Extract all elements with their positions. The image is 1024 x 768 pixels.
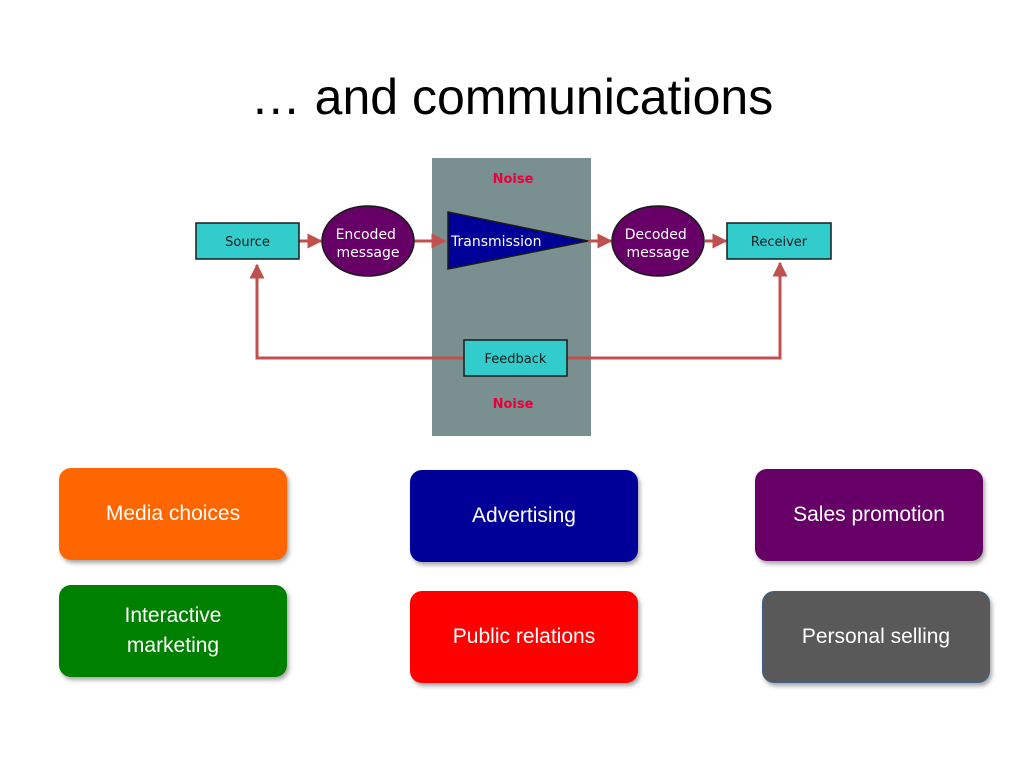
encoded-message-line-2: message bbox=[337, 245, 400, 261]
tile-interactive-marketing: Interactive marketing bbox=[59, 585, 287, 677]
encoded-message-label: Encoded message bbox=[336, 227, 401, 261]
tile-media-choices: Media choices bbox=[59, 468, 287, 560]
decoded-message-line-1: Decoded bbox=[625, 227, 687, 243]
noise-label-top: Noise bbox=[493, 172, 534, 187]
transmission-triangle bbox=[447, 211, 589, 270]
tile-advertising-label: Advertising bbox=[472, 504, 576, 527]
tile-advertising: Advertising bbox=[410, 470, 638, 562]
tile-personal-selling: Personal selling bbox=[762, 591, 990, 683]
tile-media-choices-label: Media choices bbox=[105, 502, 241, 525]
tile-sales-promotion-label: Sales promotion bbox=[793, 503, 945, 526]
tile-personal-selling-label: Personal selling bbox=[801, 625, 951, 648]
decoded-message-line-2: message bbox=[627, 245, 690, 261]
tile-interactive-marketing-label: Interactive marketing bbox=[124, 604, 222, 657]
tile-public-relations-label: Public relations bbox=[452, 625, 596, 648]
encoded-message-oval bbox=[321, 205, 415, 277]
feedback-box bbox=[463, 339, 568, 377]
decoded-message-oval bbox=[611, 205, 705, 277]
receiver-box bbox=[726, 222, 832, 260]
feedback-label: Feedback bbox=[485, 352, 547, 367]
noise-panel bbox=[432, 158, 591, 436]
arrow-feedback-to-receiver bbox=[567, 261, 788, 360]
receiver-label: Receiver bbox=[751, 235, 808, 250]
encoded-message-line-1: Encoded bbox=[336, 227, 396, 243]
tile-public-relations: Public relations bbox=[410, 591, 638, 683]
tile-sales-promotion: Sales promotion bbox=[755, 469, 983, 561]
source-label: Source bbox=[225, 235, 270, 250]
transmission-label: Transmission bbox=[450, 234, 541, 250]
arrow-feedback-to-source bbox=[249, 263, 464, 360]
source-box bbox=[195, 222, 300, 260]
slide-title: … and communications bbox=[250, 69, 774, 125]
decoded-message-label: Decoded message bbox=[625, 227, 692, 261]
noise-label-bottom: Noise bbox=[493, 397, 534, 412]
